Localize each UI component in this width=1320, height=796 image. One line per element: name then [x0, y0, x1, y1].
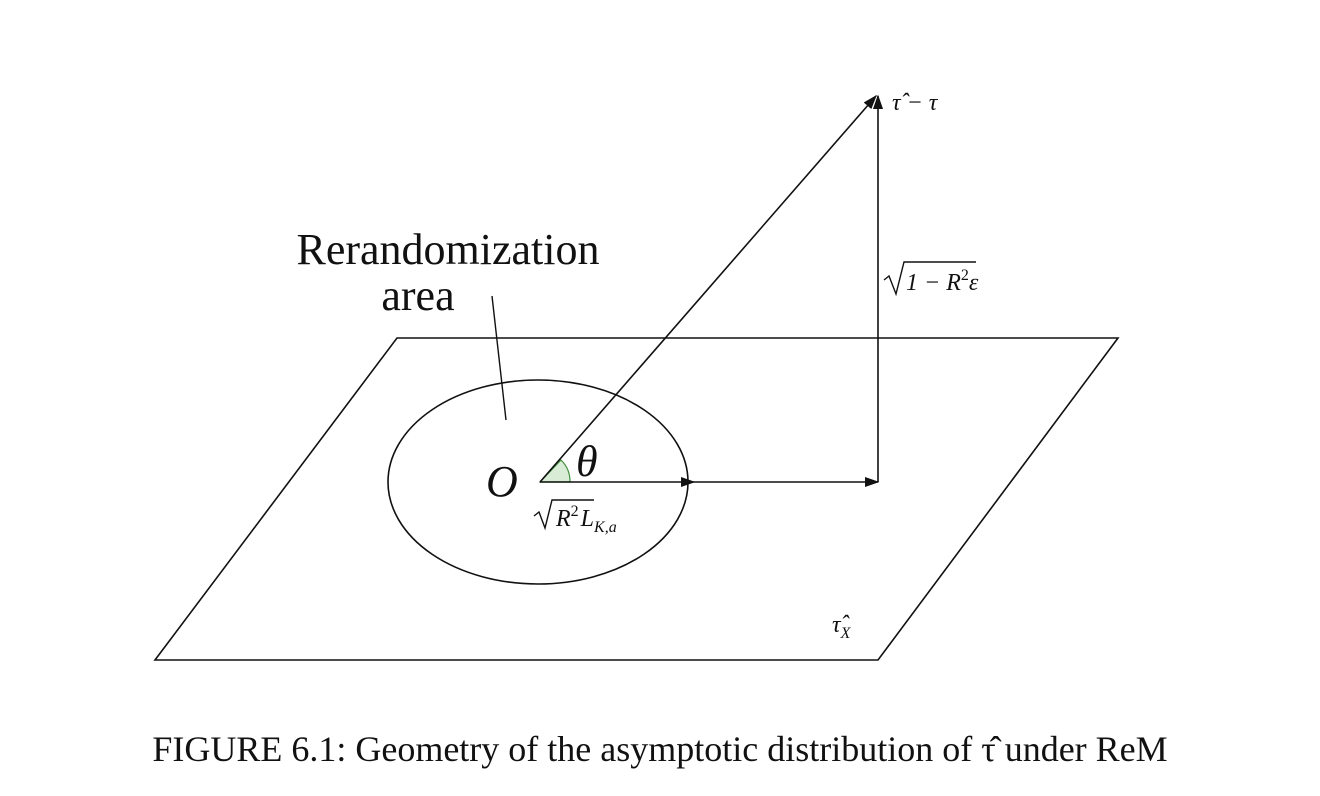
plane-label: τ̂X	[832, 612, 852, 642]
plane-label-subscript: X	[840, 625, 852, 642]
theta-angle-wedge	[538, 459, 571, 483]
sqrt-symbol	[883, 261, 976, 297]
proj-L: L	[580, 506, 594, 532]
origin-label: O	[486, 457, 518, 506]
proj-sqrt-symbol	[533, 499, 594, 531]
figure-caption: FIGURE 6.1: Geometry of the asymptotic d…	[152, 729, 1168, 769]
projection-label: R2LK,a	[533, 499, 617, 536]
area-pointer-line	[491, 295, 507, 421]
tau-hat-minus-tau-label: τ̂ − τ	[892, 90, 939, 116]
proj-subscript: K,a	[593, 519, 617, 536]
tau-hat-minus-tau-vector	[539, 94, 877, 483]
covariate-plane	[153, 337, 1120, 661]
area-label-line2: area	[381, 271, 454, 320]
rerandomization-geometry-diagram: Rerandomization area O θ τ̂ − τ 1 − R2ε …	[153, 90, 1120, 661]
sqrt-superscript: 2	[961, 267, 969, 284]
area-label-line1: Rerandomization	[296, 225, 599, 274]
proj-superscript: 2	[571, 503, 579, 520]
proj-radicand: R	[555, 506, 571, 532]
sqrt-radicand: 1 − R	[906, 270, 961, 296]
svg-text:R2LK,a: R2LK,a	[555, 503, 617, 536]
theta-label: θ	[576, 437, 598, 486]
svg-text:1 − R2ε: 1 − R2ε	[906, 267, 979, 296]
orthogonal-component-label: 1 − R2ε	[883, 261, 979, 297]
epsilon-symbol: ε	[969, 270, 979, 296]
